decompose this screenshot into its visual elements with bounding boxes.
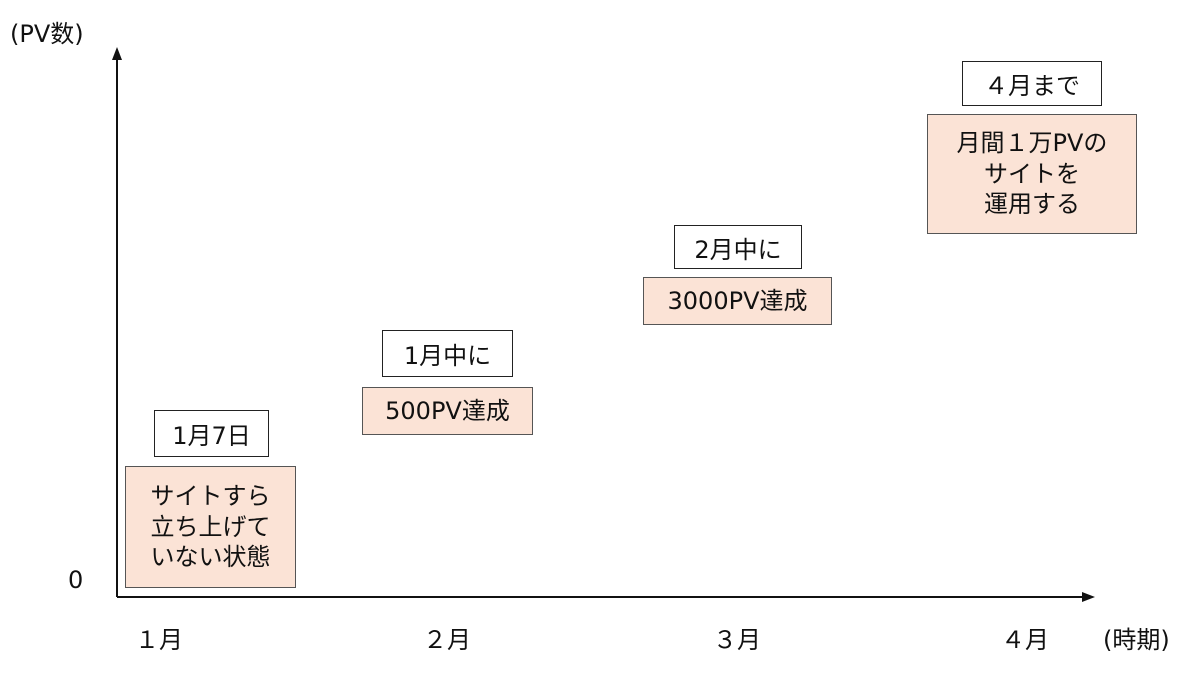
milestone-goal-box: 500PV達成: [362, 387, 533, 435]
x-axis-arrow-icon: [1082, 592, 1095, 602]
milestone-date-box: ４月まで: [962, 61, 1102, 106]
milestone-goal-box: 月間１万PVの サイトを 運用する: [927, 114, 1137, 234]
y-axis-arrow-icon: [112, 47, 122, 60]
y-axis-title: (PV数): [10, 20, 84, 48]
milestone-date-box: 2月中に: [674, 225, 802, 269]
y-axis-zero-label: 0: [68, 566, 84, 594]
x-axis-title: (時期): [1103, 626, 1170, 654]
milestone-date-box: 1月中に: [382, 330, 513, 377]
milestone-goal-box: 3000PV達成: [643, 277, 832, 325]
milestone-goal-box: サイトすら 立ち上げて いない状態: [125, 466, 296, 588]
x-tick-label: １月: [135, 626, 183, 654]
milestone-date-box: 1月7日: [154, 410, 269, 457]
x-tick-label: ２月: [423, 626, 471, 654]
x-tick-label: ４月: [1001, 626, 1049, 654]
x-tick-label: ３月: [713, 626, 761, 654]
